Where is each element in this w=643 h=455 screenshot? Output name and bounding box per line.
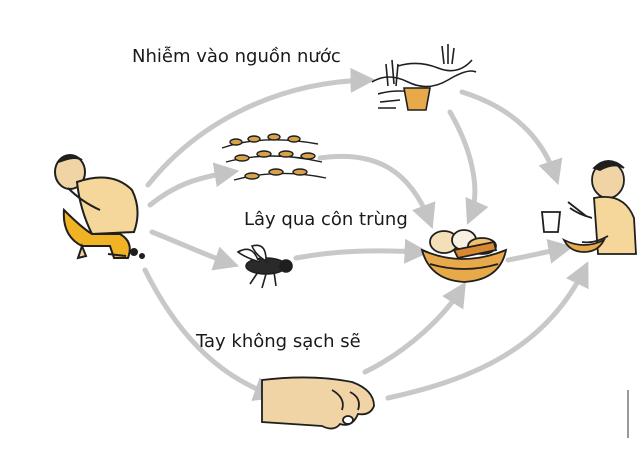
crops-icon (221, 133, 327, 181)
food-basket-icon (420, 229, 508, 283)
arrow-to-water (145, 67, 376, 188)
arrow-crops-to-basket (317, 153, 436, 229)
squatting-person-icon (54, 154, 145, 260)
fly-icon (236, 244, 293, 289)
arrow-water-to-basket (447, 109, 489, 225)
arrows (142, 67, 589, 401)
arrow-basket-to-child (505, 238, 574, 264)
arrow-to-fly (149, 229, 240, 271)
label-water-contamination: Nhiễm vào nguồn nước (132, 46, 341, 67)
arrow-fly-to-basket (293, 238, 430, 264)
arrow-to-hand (142, 267, 280, 401)
arrow-hand-to-child (385, 261, 589, 401)
label-unclean-hands: Tay không sạch sẽ (196, 331, 361, 352)
label-insect-transmission: Lây qua côn trùng (244, 209, 408, 230)
dirty-hand-icon (261, 376, 375, 430)
arrow-water-to-child (459, 89, 563, 186)
arrow-to-crops (147, 162, 240, 208)
arrow-hand-to-basket (362, 281, 466, 375)
water-source-icon (371, 44, 477, 111)
eating-child-icon (541, 160, 637, 255)
